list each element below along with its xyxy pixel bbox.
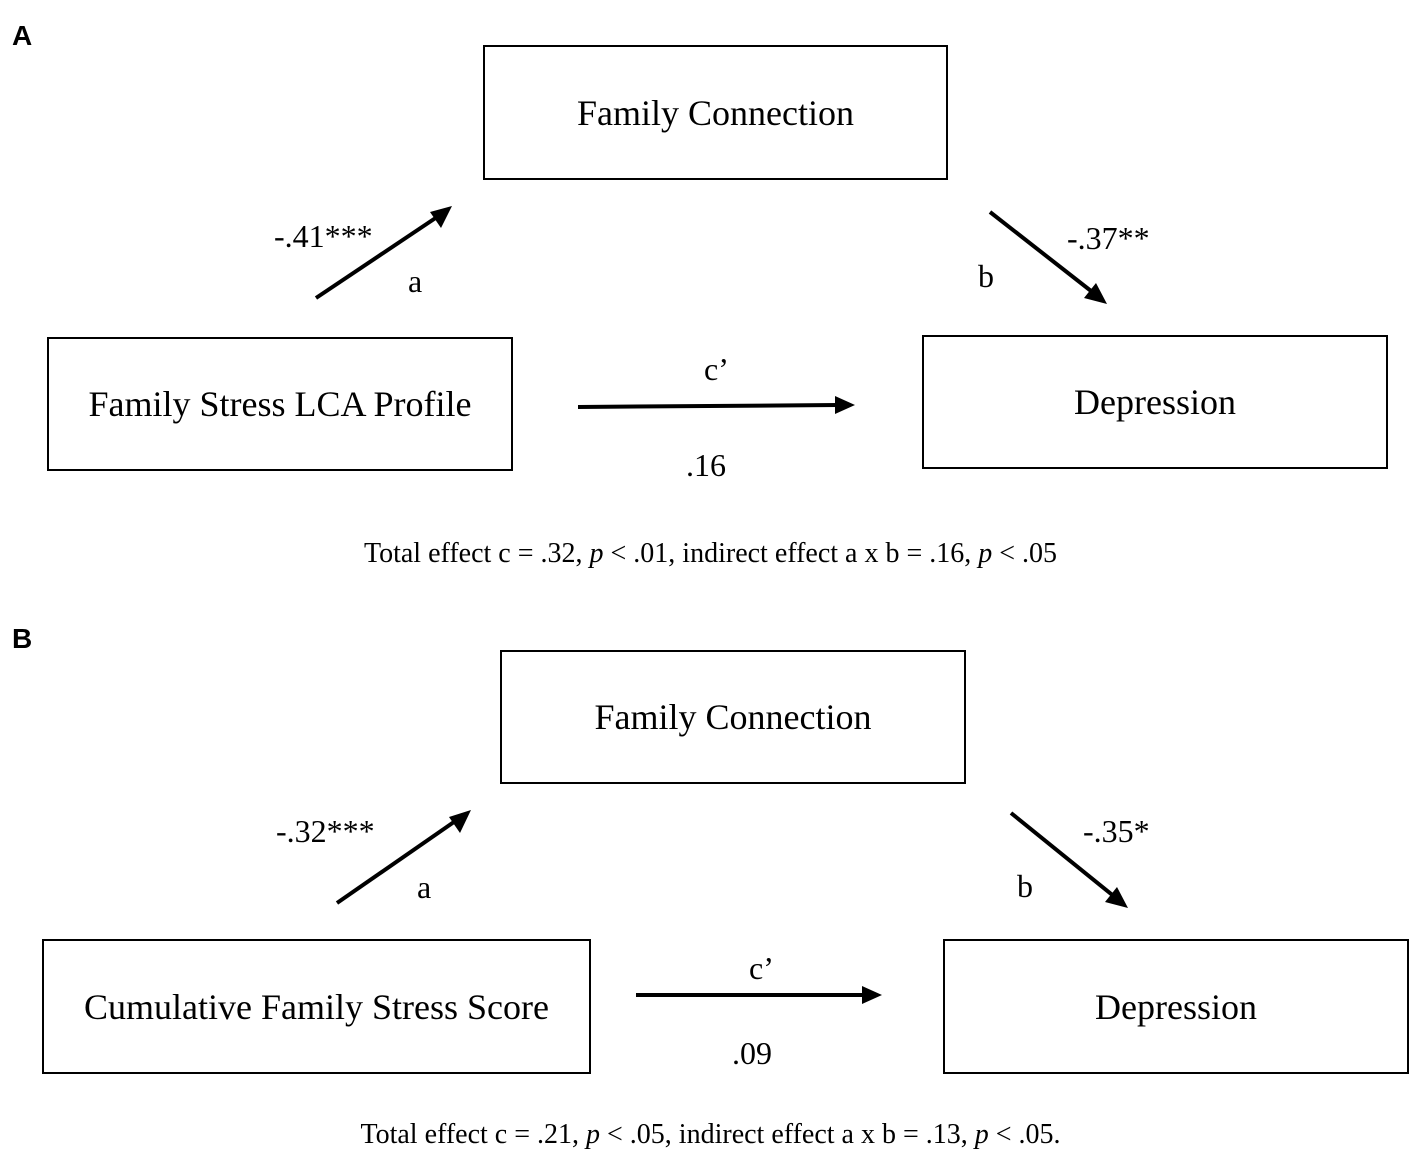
panel-a-path-b-coefficient: -.37**	[1067, 220, 1150, 256]
panel-a-path-c-arrowhead	[835, 396, 855, 414]
panel-b-path-c-label: c’	[749, 950, 774, 986]
panel-b-path-c-coefficient: .09	[732, 1035, 772, 1071]
panel-a-mediator-label: Family Connection	[577, 92, 854, 133]
panel-b-outcome-box: Depression	[943, 939, 1409, 1074]
panel-b-caption: Total effect c = .21, p < .05, indirect …	[0, 1121, 1421, 1149]
panel-b-caption-part1: Total effect c = .21,	[360, 1119, 587, 1150]
panel-a-outcome-label: Depression	[1074, 382, 1236, 422]
panel-a-mediator-box: Family Connection	[483, 45, 948, 180]
panel-a-path-c-arrow	[577, 403, 839, 409]
panel-b-mediator-label: Family Connection	[594, 697, 872, 737]
panel-b-mediator-box: Family Connection	[500, 650, 966, 784]
panel-a-path-c-coefficient: .16	[686, 447, 726, 483]
panel-a-path-c-label: c’	[704, 351, 729, 387]
panel-a-caption-p1: p	[589, 538, 604, 569]
panel-b-predictor-box: Cumulative Family Stress Score	[42, 939, 591, 1074]
panel-a-path-b-arrowhead	[1084, 283, 1107, 304]
panel-b-path-a-label: a	[417, 869, 432, 905]
panel-b-path-b-arrowhead	[1105, 887, 1128, 908]
panel-b-caption-p2: p	[974, 1119, 989, 1150]
panel-a-caption: Total effect c = .32, p < .01, indirect …	[0, 540, 1421, 568]
panel-b-path-a-coefficient: -.32***	[276, 813, 375, 849]
panel-b-caption-part2: < .05, indirect effect a x b = .13,	[600, 1119, 975, 1150]
panel-b-label: B	[12, 623, 33, 654]
panel-b-path-b-coefficient: -.35*	[1083, 813, 1150, 849]
panel-a-outcome-box: Depression	[922, 335, 1388, 469]
panel-a-predictor-label: Family Stress LCA Profile	[88, 384, 472, 424]
panel-b-caption-p1: p	[586, 1119, 601, 1150]
panel-a-path-a-arrowhead	[430, 206, 452, 228]
panel-b-path-c-arrowhead	[862, 986, 882, 1004]
panel-a-label: A	[12, 20, 33, 51]
panel-a-path-b-label: b	[978, 258, 994, 294]
panel-b-outcome-label: Depression	[1095, 986, 1257, 1027]
panel-a-path-a-label: a	[408, 263, 423, 299]
panel-a-path-a-coefficient: -.41***	[274, 218, 373, 254]
panel-b-path-a-arrowhead	[449, 810, 471, 833]
panel-a-predictor-box: Family Stress LCA Profile	[47, 337, 513, 471]
panel-a-caption-part1: Total effect c = .32,	[363, 538, 590, 569]
panel-a-caption-part2: < .01, indirect effect a x b = .16,	[603, 538, 979, 569]
panel-b-caption-part3: < .05.	[988, 1119, 1061, 1150]
panel-b-path-b-label: b	[1017, 868, 1033, 904]
panel-a-caption-part3: < .05	[992, 538, 1058, 569]
panel-b-predictor-label: Cumulative Family Stress Score	[84, 986, 549, 1027]
panel-a-caption-p2: p	[978, 538, 993, 569]
